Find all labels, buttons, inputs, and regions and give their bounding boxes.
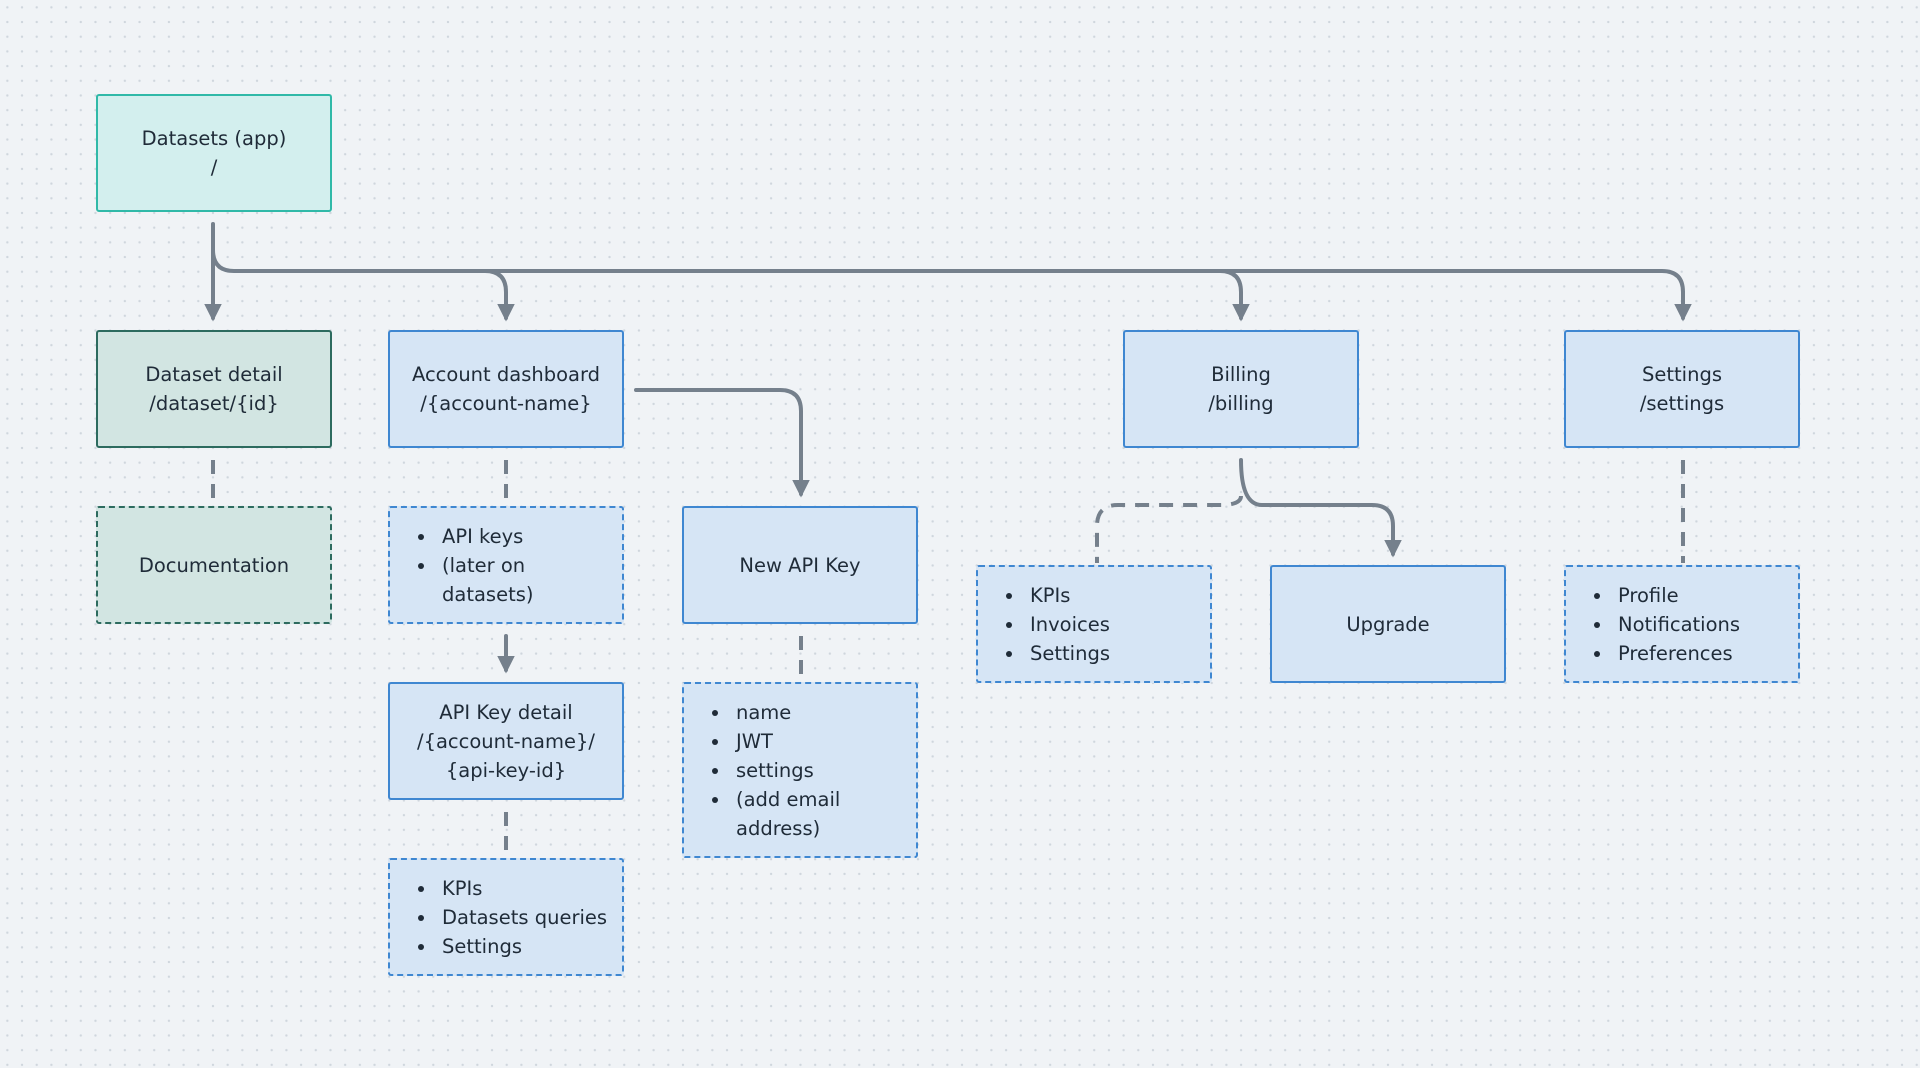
bullet-list: KPIs Invoices Settings [978, 581, 1110, 668]
bullet-item: Preferences [1594, 639, 1740, 668]
note-new-api-key: name JWT settings (add email address) [682, 682, 918, 858]
bullet-item: KPIs [418, 874, 607, 903]
bullet-list: API keys (later on datasets) [390, 522, 568, 609]
bullet-item: (add email address) [712, 785, 862, 843]
edge-billing-to-notes [1095, 495, 1243, 563]
node-title: Datasets (app) [141, 127, 287, 150]
edge-bus-to-billing [1218, 269, 1250, 322]
node-dataset-detail: Dataset detail /dataset/{id} [96, 330, 332, 448]
node-upgrade: Upgrade [1270, 565, 1506, 683]
note-api-key-detail: KPIs Datasets queries Settings [388, 858, 624, 976]
node-title: Settings [1642, 363, 1722, 386]
edge-account-to-new-key [634, 388, 810, 498]
bullet-item: API keys [418, 522, 568, 551]
node-title: Upgrade [1346, 612, 1430, 636]
note-billing: KPIs Invoices Settings [976, 565, 1212, 683]
node-title: Billing [1211, 363, 1271, 386]
node-title: Dataset detail [145, 363, 283, 386]
note-account-dashboard: API keys (later on datasets) [388, 506, 624, 624]
bullet-list: Profile Notifications Preferences [1566, 581, 1740, 668]
node-title: New API Key [739, 553, 861, 577]
node-api-key-detail: API Key detail /{account-name}/ {api-key… [388, 682, 624, 800]
node-route: /{account-name}/ [417, 729, 595, 753]
node-route: {api-key-id} [445, 758, 567, 782]
edge-bus-to-account-dashboard [483, 269, 515, 322]
node-title: Documentation [138, 553, 290, 577]
node-title: Account dashboard [411, 363, 601, 386]
bullet-list: KPIs Datasets queries Settings [390, 874, 607, 961]
bullet-item: settings [712, 756, 862, 785]
bullet-item: Notifications [1594, 610, 1740, 639]
node-datasets-app: Datasets (app) / [96, 94, 332, 212]
note-settings: Profile Notifications Preferences [1564, 565, 1800, 683]
node-route: /settings [1639, 392, 1725, 415]
node-route: /{account-name} [420, 392, 592, 415]
edge-billing-to-upgrade [1239, 458, 1402, 558]
node-documentation: Documentation [96, 506, 332, 624]
bullet-item: (later on datasets) [418, 551, 568, 609]
bullet-item: Invoices [1006, 610, 1110, 639]
bullet-list: name JWT settings (add email address) [684, 698, 862, 843]
node-route: /billing [1208, 392, 1274, 415]
bullet-item: Settings [1006, 639, 1110, 668]
node-route: /dataset/{id} [149, 392, 279, 415]
node-settings: Settings /settings [1564, 330, 1800, 448]
bullet-item: KPIs [1006, 581, 1110, 610]
node-route: / [210, 156, 218, 179]
node-account-dashboard: Account dashboard /{account-name} [388, 330, 624, 448]
bullet-item: name [712, 698, 862, 727]
bullet-item: Profile [1594, 581, 1740, 610]
bullet-item: JWT [712, 727, 862, 756]
bullet-item: Datasets queries [418, 903, 607, 932]
node-billing: Billing /billing [1123, 330, 1359, 448]
edge-root-bus [211, 248, 1685, 294]
node-title: API Key detail [439, 700, 573, 724]
bullet-item: Settings [418, 932, 607, 961]
node-new-api-key: New API Key [682, 506, 918, 624]
